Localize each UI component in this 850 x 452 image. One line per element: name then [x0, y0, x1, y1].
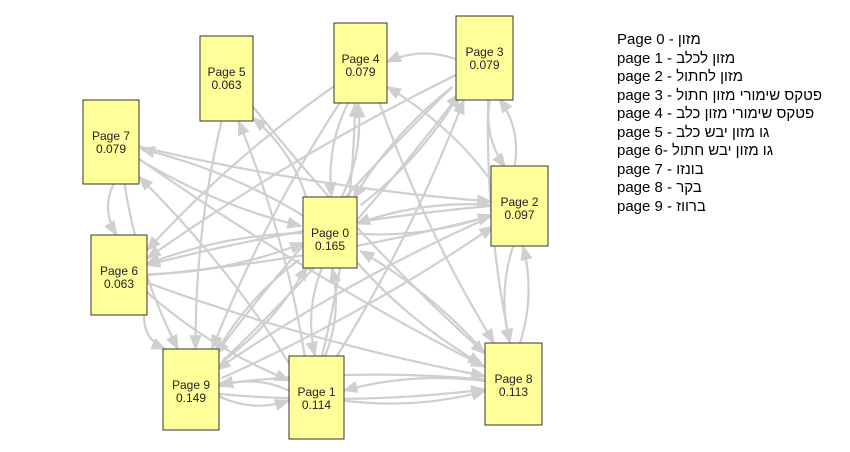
node-page-0[interactable]: Page 00.165 [302, 196, 358, 269]
edge-page-9-to-page-8 [219, 385, 487, 401]
legend-item: page 3 - פטקס שימורי מזון חתול [617, 86, 823, 104]
node-page-1-value: 0.114 [302, 398, 331, 412]
edge-page-0-to-page-7 [139, 146, 306, 218]
edge-page-8-to-page-0 [358, 249, 490, 358]
edge-page-4-to-page-9 [210, 102, 341, 351]
edge-page-7-to-page-2 [138, 145, 493, 207]
edge-page-6-to-page-8 [146, 281, 487, 380]
edge-page-5-to-page-8 [252, 106, 487, 355]
edge-page-0-to-page-9 [214, 258, 300, 356]
edge-page-6-to-page-9 [143, 314, 167, 351]
node-page-1-label: Page 1 [297, 385, 335, 399]
edge-page-3-to-page-4 [385, 50, 457, 63]
legend-item: page 4 - פטקס שימורי מזון כלב [617, 105, 815, 122]
edge-page-2-to-page-8 [500, 245, 515, 345]
node-page-9[interactable]: Page 90.149 [162, 348, 220, 431]
node-page-9-label: Page 9 [172, 378, 210, 392]
edge-page-6-to-page-1 [146, 291, 291, 382]
node-page-6-box [90, 234, 148, 316]
legend-item: page 1 - מזון לכלב [617, 49, 736, 67]
edge-page-9-to-page-2 [220, 225, 495, 380]
edge-page-4-to-page-8 [378, 102, 495, 345]
node-page-6-label: Page 6 [100, 264, 138, 278]
node-page-3[interactable]: Page 30.079 [455, 15, 514, 101]
node-page-7-value: 0.079 [96, 142, 126, 156]
node-page-8-value: 0.113 [499, 385, 528, 399]
edge-page-7-to-page-8 [138, 157, 487, 368]
edge-page-8-to-page-9 [217, 373, 485, 389]
edge-page-4-to-page-0 [323, 101, 350, 198]
edge-page-7-to-page-6 [104, 183, 118, 237]
edge-page-1-to-page-7 [137, 175, 290, 364]
legend-item: page 8 - בקר [617, 179, 702, 196]
node-page-4-box [333, 22, 388, 104]
legend-item: Page 0 - מזון [617, 31, 701, 48]
node-page-9-box [162, 348, 220, 431]
legend-item: page 7 - בונזו [617, 160, 704, 178]
node-page-2-box [490, 165, 549, 247]
node-page-1-box [288, 355, 345, 440]
edge-page-3-to-page-0 [352, 86, 453, 201]
edge-layer [104, 50, 533, 411]
node-page-5-box [199, 35, 254, 122]
node-page-7-box [82, 99, 140, 185]
node-page-0-box [302, 196, 358, 269]
edge-page-0-to-page-1 [305, 267, 324, 358]
edge-page-1-to-page-0 [323, 266, 342, 357]
edge-page-2-to-page-9 [215, 216, 490, 371]
edge-page-8-to-page-2 [518, 244, 533, 344]
legend-item: page 6- גו מזון יבש חתול [617, 142, 774, 159]
node-page-1[interactable]: Page 10.114 [288, 355, 345, 440]
edge-page-9-to-page-1 [218, 395, 291, 411]
node-page-6-value: 0.063 [104, 277, 134, 291]
edge-page-0-to-page-5 [251, 116, 308, 198]
node-page-8[interactable]: Page 80.113 [484, 342, 543, 426]
node-page-0-label: Page 0 [311, 226, 349, 240]
node-page-0-value: 0.165 [315, 239, 345, 253]
node-page-6[interactable]: Page 60.063 [90, 234, 148, 316]
legend-item: page 5 - גו מזון יבש כלב [617, 123, 770, 141]
edge-page-3-to-page-2 [487, 101, 507, 169]
edge-page-1-to-page-8 [344, 388, 487, 405]
node-page-5-label: Page 5 [207, 65, 245, 79]
node-page-2-value: 0.097 [504, 208, 534, 222]
node-page-5-value: 0.063 [211, 78, 241, 92]
node-page-4-label: Page 4 [341, 52, 379, 66]
edge-page-8-to-page-1 [342, 376, 485, 393]
node-page-3-value: 0.079 [469, 58, 499, 72]
edge-page-5-to-page-9 [189, 120, 223, 351]
node-page-9-value: 0.149 [176, 391, 206, 405]
node-page-7[interactable]: Page 70.079 [82, 99, 140, 185]
node-page-8-label: Page 8 [494, 372, 532, 386]
edge-page-4-to-page-6 [145, 85, 335, 252]
legend-item: page 9 - ברווז [617, 197, 706, 215]
node-page-4[interactable]: Page 40.079 [333, 22, 388, 104]
node-page-4-value: 0.079 [345, 65, 375, 79]
node-page-8-box [484, 342, 543, 426]
node-page-3-label: Page 3 [465, 45, 503, 59]
node-page-3-box [455, 15, 514, 101]
node-page-7-label: Page 7 [92, 129, 130, 143]
edge-page-7-to-page-0 [136, 157, 303, 229]
edge-page-0-to-page-8 [352, 257, 484, 366]
node-page-2-label: Page 2 [500, 195, 538, 209]
edge-page-9-to-page-0 [222, 264, 308, 363]
edge-page-2-to-page-4 [385, 85, 492, 182]
node-page-2[interactable]: Page 20.097 [490, 165, 549, 247]
legend-item: page 2 - מזון לחתול [617, 68, 744, 85]
edge-page-2-to-page-3 [498, 97, 518, 165]
node-page-5[interactable]: Page 50.063 [199, 35, 254, 122]
